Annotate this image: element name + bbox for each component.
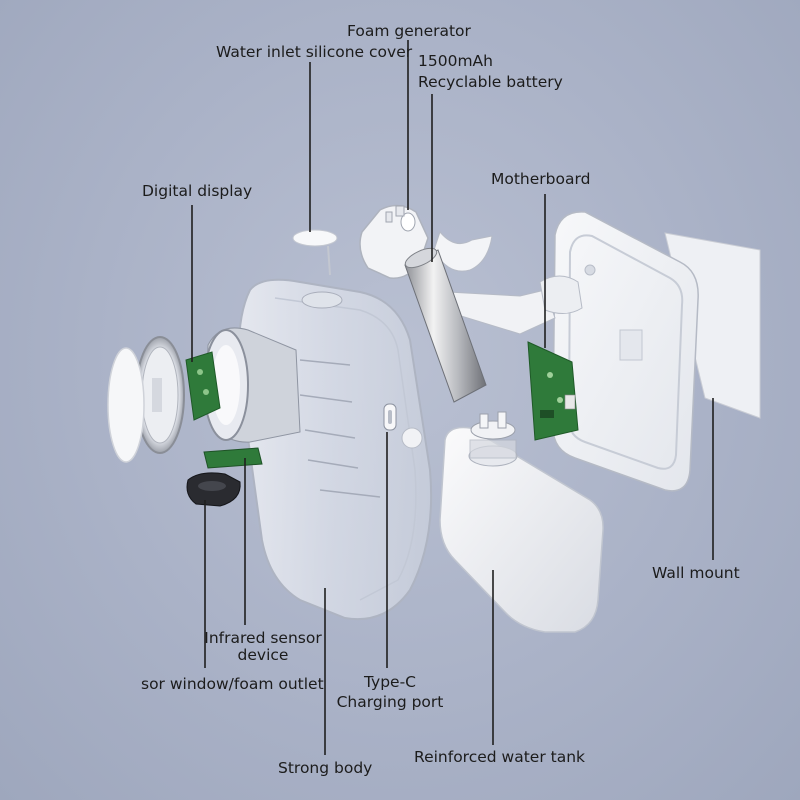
water-tank-part — [439, 411, 604, 633]
label-sensor-window: sor window/foam outlet — [141, 675, 324, 693]
label-motherboard: Motherboard — [491, 170, 591, 188]
display-disc-part — [107, 336, 185, 463]
silicone-cover-part — [292, 229, 338, 276]
label-battery-capacity: 1500mAh — [418, 52, 493, 70]
wall-mount-part — [552, 211, 761, 492]
label-strong-body: Strong body — [278, 759, 373, 777]
label-digital-display: Digital display — [142, 182, 253, 200]
label-type-c: Type-C — [363, 673, 417, 691]
label-water-inlet-cover: Water inlet silicone cover — [216, 43, 413, 61]
label-charging-port: Charging port — [336, 693, 444, 711]
label-infrared-sensor-device: device — [237, 646, 289, 664]
label-infrared-sensor: Infrared sensor — [204, 629, 322, 647]
label-battery: Recyclable battery — [418, 73, 563, 91]
bracket-part — [433, 230, 583, 335]
leader-lines — [191, 40, 714, 755]
strong-body-part — [237, 278, 433, 621]
infrared-sensor-part — [203, 447, 263, 469]
sensor-window-part — [186, 472, 241, 507]
display-board-part — [185, 351, 221, 421]
battery-part — [404, 247, 487, 403]
label-foam-generator: Foam generator — [347, 22, 471, 40]
label-wall-mount: Wall mount — [652, 564, 740, 582]
label-water-tank: Reinforced water tank — [414, 748, 585, 766]
motherboard-part — [527, 341, 579, 441]
